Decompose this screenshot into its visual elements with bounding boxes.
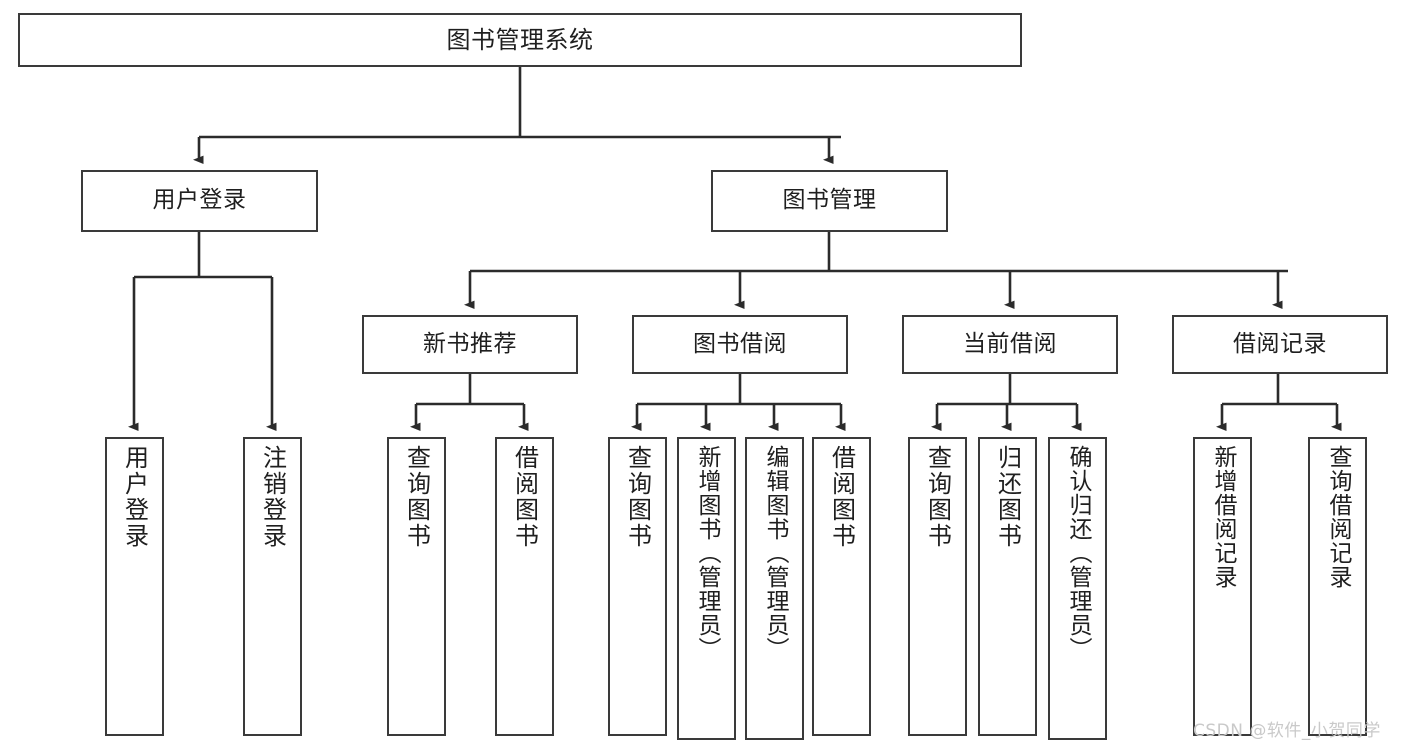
node-label: 归还图书 (993, 445, 1022, 549)
node-label: 新增图书（管理员） (694, 445, 720, 661)
node-label: 图书管理 (782, 187, 877, 214)
leaf-add-book-admin[interactable]: 新增图书（管理员） (677, 437, 736, 740)
leaf-query-book-recommend[interactable]: 查询图书 (387, 437, 446, 736)
node-label: 用户登录 (120, 445, 149, 549)
leaf-borrow-book[interactable]: 借阅图书 (812, 437, 871, 736)
node-label: 新增借阅记录 (1210, 445, 1236, 589)
node-label: 查询图书 (402, 445, 431, 549)
leaf-query-book-borrow[interactable]: 查询图书 (608, 437, 667, 736)
leaf-user-login[interactable]: 用户登录 (105, 437, 164, 736)
node-label: 借阅图书 (510, 445, 539, 549)
leaf-edit-book-admin[interactable]: 编辑图书（管理员） (745, 437, 804, 740)
node-label: 借阅记录 (1233, 330, 1327, 357)
node-label: 图书借阅 (693, 330, 787, 357)
node-label: 编辑图书（管理员） (762, 445, 788, 661)
node-label: 查询图书 (623, 445, 652, 549)
node-label: 当前借阅 (963, 330, 1057, 357)
csdn-watermark: CSDN @软件_小贺同学 (1193, 721, 1381, 741)
node-book-borrowing[interactable]: 图书借阅 (632, 315, 848, 374)
node-label: 查询借阅记录 (1325, 445, 1351, 589)
leaf-add-borrow-record[interactable]: 新增借阅记录 (1193, 437, 1252, 736)
node-label: 确认归还（管理员） (1065, 445, 1091, 661)
leaf-confirm-return-admin[interactable]: 确认归还（管理员） (1048, 437, 1107, 740)
node-borrowing-record[interactable]: 借阅记录 (1172, 315, 1388, 374)
node-label: 借阅图书 (827, 445, 856, 549)
leaf-logout-login[interactable]: 注销登录 (243, 437, 302, 736)
node-label: 图书管理系统 (446, 25, 594, 54)
leaf-return-book[interactable]: 归还图书 (978, 437, 1037, 736)
node-new-book-recommendation[interactable]: 新书推荐 (362, 315, 578, 374)
node-label: 用户登录 (152, 187, 247, 214)
node-root-book-management-system[interactable]: 图书管理系统 (18, 13, 1022, 67)
node-label: 查询图书 (923, 445, 952, 549)
node-label: 注销登录 (258, 445, 287, 549)
leaf-borrow-book-recommend[interactable]: 借阅图书 (495, 437, 554, 736)
leaf-query-book-current[interactable]: 查询图书 (908, 437, 967, 736)
leaf-query-borrow-record[interactable]: 查询借阅记录 (1308, 437, 1367, 736)
node-user-login[interactable]: 用户登录 (81, 170, 318, 232)
node-label: 新书推荐 (423, 330, 517, 357)
node-current-borrowing[interactable]: 当前借阅 (902, 315, 1118, 374)
node-book-management[interactable]: 图书管理 (711, 170, 948, 232)
